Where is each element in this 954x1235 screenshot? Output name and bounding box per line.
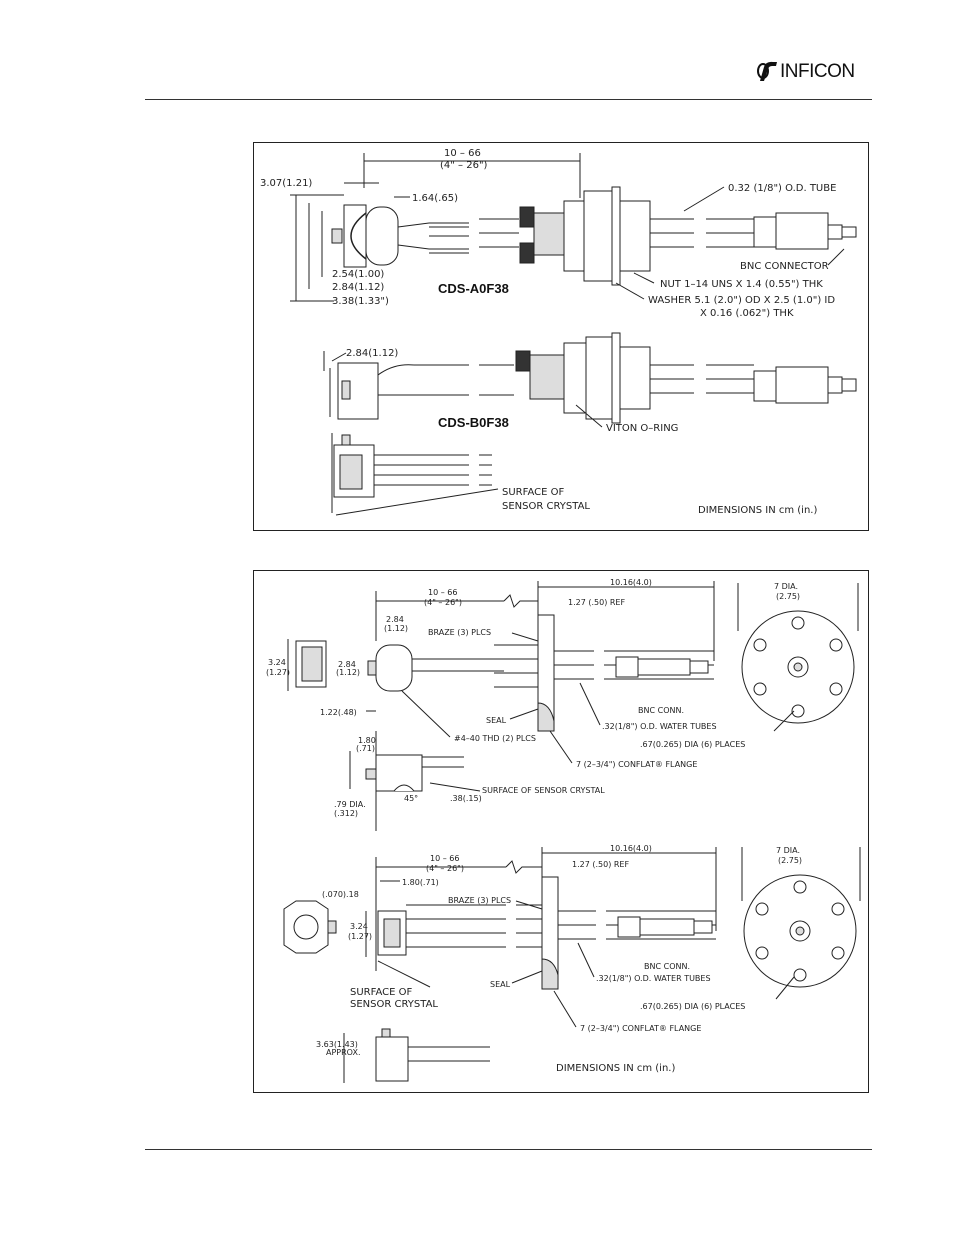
u-ref: 1.27 (.50) REF <box>568 598 625 607</box>
dim-length-range-in: (4" – 26") <box>440 160 488 171</box>
dim-h1: 2.54(1.00) <box>332 269 384 280</box>
callout-bnc: BNC CONNECTOR <box>740 261 829 272</box>
header-rule <box>145 99 872 100</box>
lower-end-view <box>283 900 337 954</box>
inficon-logo-mark-icon <box>757 61 777 81</box>
crystal-side-view <box>331 433 492 513</box>
dim-left-offset: 3.07(1.21) <box>260 178 312 189</box>
u-angle: 45° <box>404 794 418 803</box>
dimensions-note-top: DIMENSIONS IN cm (in.) <box>698 505 817 516</box>
figure-cds-sensors: 10 – 66 (4" – 26") 3.07(1.21) 1.64(.65) … <box>253 142 869 531</box>
upper-sensor-head <box>367 644 504 692</box>
model-cds-a: CDS-A0F38 <box>438 281 509 296</box>
u-hole-dia: .79 DIA. <box>334 800 366 809</box>
l-length-range: 10 – 66 <box>430 854 459 863</box>
upper-side-view: 1.80 (.71) 45° .38(.15) SURFACE OF SENSO… <box>334 731 605 831</box>
l-approx-2: APPROX. <box>326 1048 361 1057</box>
u-w1: 2.84 <box>386 615 404 624</box>
dim-b-offset: 2.84(1.12) <box>346 348 398 359</box>
u-h-mid: 2.84 <box>338 660 356 669</box>
l-braze: BRAZE (3) PLCS <box>448 896 511 905</box>
u-h-mid-in: (1.12) <box>336 668 360 677</box>
u-hole-dia-in: (.312) <box>334 809 358 818</box>
callout-washer-2: X 0.16 (.062") THK <box>700 308 794 319</box>
lower-sensor-head <box>375 901 542 971</box>
cds-a-tubes <box>429 186 857 286</box>
u-flange: 7 (2–3/4") CONFLAT® FLANGE <box>576 760 697 769</box>
figure-cds-drawing: 10 – 66 (4" – 26") 3.07(1.21) 1.64(.65) … <box>260 148 857 516</box>
u-h-left-in: (1.27) <box>266 668 290 677</box>
dim-length-range: 10 – 66 <box>444 148 481 159</box>
l-offset-a: (.070).18 <box>322 890 359 899</box>
u-surface-offset: .38(.15) <box>450 794 482 803</box>
figure-cds-flange-sensors: 10 – 66 (4" – 26") 10.16(4.0) 1.27 (.50)… <box>253 570 869 1093</box>
u-length-range: 10 – 66 <box>428 588 457 597</box>
upper-end-view <box>287 639 327 691</box>
u-w1-in: (1.12) <box>384 624 408 633</box>
l-dia: 7 DIA. <box>776 846 800 855</box>
dim-h3: 3.38(1.33") <box>332 296 389 307</box>
callout-surface-2: SENSOR CRYSTAL <box>502 501 590 512</box>
l-dia-in: (2.75) <box>778 856 802 865</box>
l-bnc: BNC CONN. <box>644 962 690 971</box>
upper-tubes <box>494 614 714 732</box>
u-holes: .67(0.265) DIA (6) PLACES <box>640 740 745 749</box>
l-flange: 7 (2–3/4") CONFLAT® FLANGE <box>580 1024 701 1033</box>
l-tubes: .32(1/8") O.D. WATER TUBES <box>596 974 711 983</box>
u-tubes: .32(1/8") O.D. WATER TUBES <box>602 722 717 731</box>
l-length-range-in: (4" – 26") <box>426 864 464 873</box>
cds-a-sensor-head <box>331 204 430 268</box>
callout-nut: NUT 1–14 UNS X 1.4 (0.55") THK <box>660 279 823 290</box>
dimensions-note-bottom: DIMENSIONS IN cm (in.) <box>556 1063 675 1074</box>
u-h-left: 3.24 <box>268 658 286 667</box>
l-surface-2: SENSOR CRYSTAL <box>350 999 438 1010</box>
l-offset-b: 1.80(.71) <box>402 878 439 887</box>
u-side-h: 1.80 <box>358 736 376 745</box>
model-cds-b: CDS-B0F38 <box>438 415 509 430</box>
callout-washer: WASHER 5.1 (2.0") OD X 2.5 (1.0") ID <box>648 295 835 306</box>
u-length-range-in: (4" – 26") <box>424 598 462 607</box>
dim-inner-offset: 1.64(.65) <box>412 193 458 204</box>
u-seal: SEAL <box>486 716 507 725</box>
u-braze: BRAZE (3) PLCS <box>428 628 491 637</box>
callout-tube: 0.32 (1/8") O.D. TUBE <box>728 183 836 194</box>
cds-b-sensor-head <box>337 332 857 424</box>
u-surface: SURFACE OF SENSOR CRYSTAL <box>482 786 605 795</box>
l-ref: 1.27 (.50) REF <box>572 860 629 869</box>
dim-h2: 2.84(1.12) <box>332 282 384 293</box>
l-h-left: 3.24 <box>350 922 368 931</box>
u-dia: 7 DIA. <box>774 582 798 591</box>
u-flange-len: 10.16(4.0) <box>610 578 652 587</box>
u-side-h-in: (.71) <box>356 744 375 753</box>
l-seal: SEAL <box>490 980 511 989</box>
callout-surface-1: SURFACE OF <box>502 487 564 498</box>
footer-rule <box>145 1149 872 1150</box>
brand-name: INFICON <box>780 61 855 82</box>
upper-flange-face <box>741 610 855 724</box>
u-thd: #4–40 THD (2) PLCS <box>454 734 536 743</box>
lower-side-view: 3.63(1.43) APPROX. <box>316 1028 490 1083</box>
lower-flange-face <box>743 874 857 988</box>
u-dia-in: (2.75) <box>776 592 800 601</box>
inficon-logo: INFICON <box>756 58 876 86</box>
l-approx: 3.63(1.43) <box>316 1040 358 1049</box>
figure-flange-drawing: 10 – 66 (4" – 26") 10.16(4.0) 1.27 (.50)… <box>266 578 861 1083</box>
l-surface-1: SURFACE OF <box>350 987 412 998</box>
l-flange-len: 10.16(4.0) <box>610 844 652 853</box>
u-offset: 1.22(.48) <box>320 708 357 717</box>
l-h-left-in: (1.27) <box>348 932 372 941</box>
callout-oring: VITON O–RING <box>606 423 678 434</box>
u-bnc: BNC CONN. <box>638 706 684 715</box>
lower-tubes <box>541 876 716 990</box>
l-holes: .67(0.265) DIA (6) PLACES <box>640 1002 745 1011</box>
